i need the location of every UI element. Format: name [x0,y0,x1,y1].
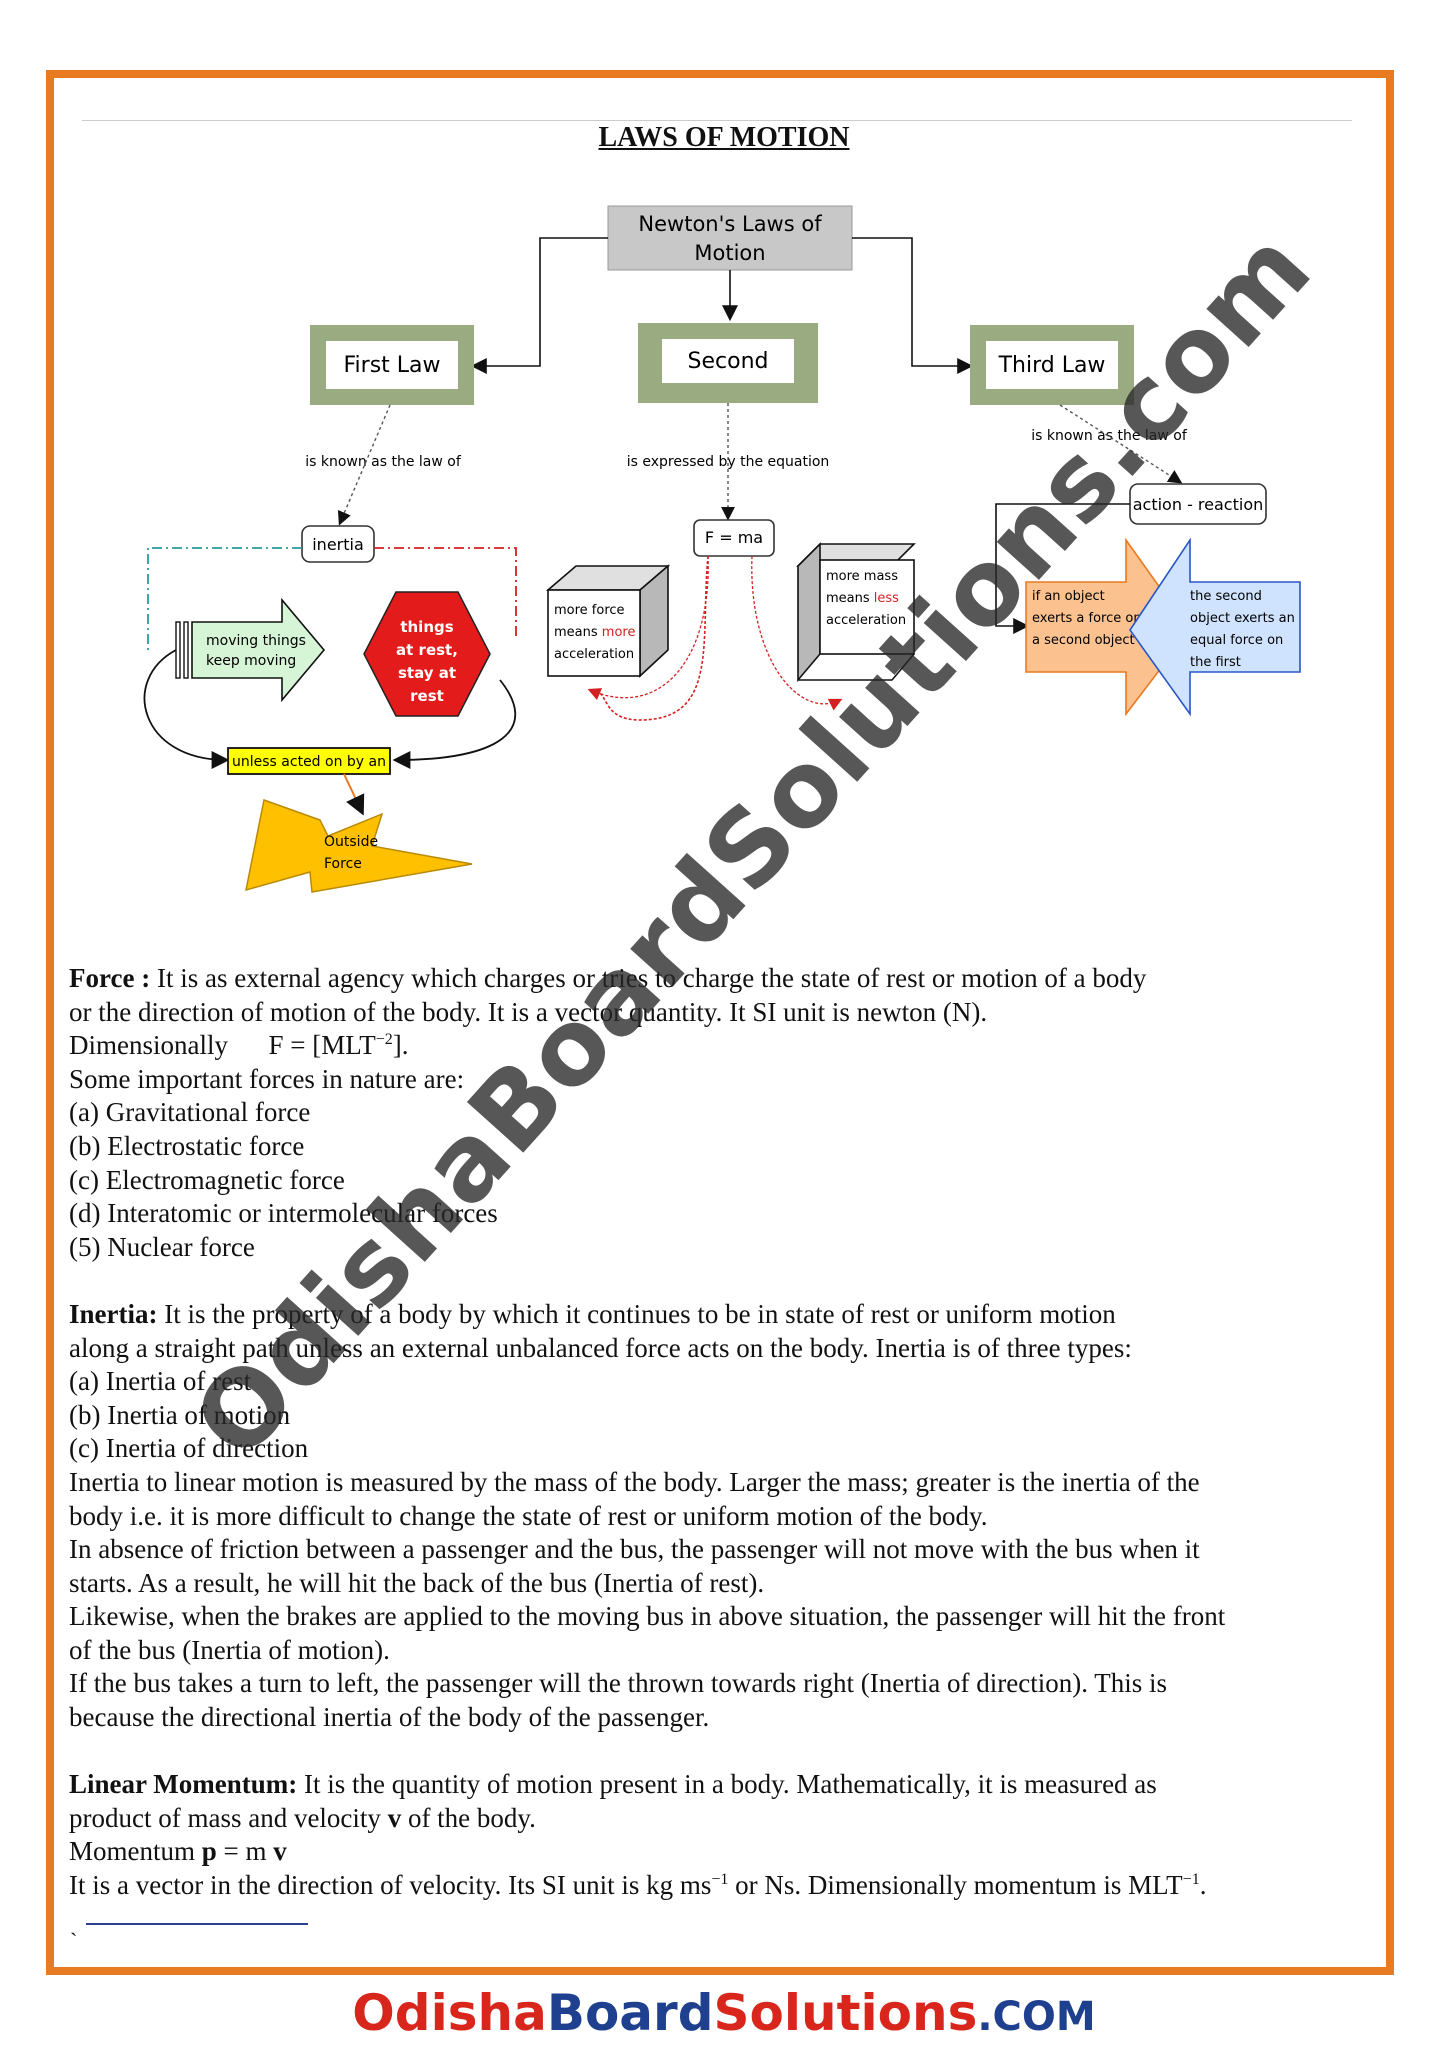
root-line-2: Motion [694,241,765,265]
stray-mark: ` [70,1928,78,1953]
action-reaction-label: action - reaction [1133,495,1264,514]
reaction-line-4: the first [1190,655,1241,670]
outside-line-1: Outside [324,834,378,850]
header-rule [82,120,1352,121]
reaction-arrow: the second object exerts an equal force … [1129,537,1301,717]
unless-box: unless acted on by an [227,747,391,775]
momentum-para-2: product of mass and velocity v of the bo… [69,1802,536,1833]
page-title: LAWS OF MOTION [598,122,850,153]
moving-things-arrow: moving things keep moving [175,597,326,703]
page-border [46,70,1394,1975]
equation-label: F = ma [705,528,763,547]
second-law-label: Second [688,349,769,374]
root-box: Newton's Laws of Motion [607,205,853,271]
inertia-line: body i.e. it is more difficult to change… [69,1500,988,1531]
footer-logo[interactable]: OdishaBoardSolutions.COM [352,1984,1096,2042]
action-reaction-box: action - reaction [1129,483,1267,525]
first-law-label: First Law [343,353,440,378]
inertia-para-2: along a straight path unless an external… [69,1332,1132,1363]
first-law-box: First Law [310,325,474,405]
forces-intro: Some important forces in nature are: [69,1063,465,1094]
momentum-para-1: Linear Momentum: It is the quantity of m… [69,1769,1157,1800]
force-item: (a) Gravitational force [69,1097,311,1128]
laws-concept-map: Newton's Laws of Motion First Law Second… [143,205,1301,893]
connector-first [470,237,608,374]
connector-third [852,237,974,374]
unless-to-force [343,773,365,816]
force-dimension: Dimensionally F = [MLT−2]. [69,1030,409,1061]
inertia-line: In absence of friction between a passeng… [69,1534,1200,1565]
momentum-formula: Momentum p = m v [69,1836,287,1867]
rest-line-4: rest [410,687,444,705]
force-para-2: or the direction of motion of the body. … [69,996,988,1027]
body-text: Force : It is as external agency which c… [69,962,1359,1903]
inertia-line: If the bus takes a turn to left, the pas… [69,1668,1167,1699]
momentum-unit: It is a vector in the direction of veloc… [69,1870,1207,1901]
inertia-para-1: Inertia: It is the property of a body by… [69,1298,1116,1329]
equation-curve-left [591,555,709,721]
equation-box: F = ma [693,519,775,557]
outside-line-2: Force [324,856,362,872]
rest-line-1: things [400,618,453,636]
force-para-1: Force : It is as external agency which c… [69,963,1147,993]
more-mass-cube: more mass means less acceleration [796,542,916,683]
root-line-1: Newton's Laws of [638,212,822,236]
moving-line-1: moving things [206,633,306,649]
rest-hexagon: things at rest, stay at rest [363,591,491,717]
more-force-cube: more force means more acceleration [545,564,671,678]
inertia-box: inertia [301,525,375,563]
inertia-line: of the bus (Inertia of motion). [69,1634,390,1665]
rest-to-unless [392,679,517,769]
action-arrow: if an object exerts a force on a second … [1025,537,1191,717]
more-force-line-3: acceleration [554,647,634,662]
inertia-type: (a) Inertia of rest [69,1366,252,1397]
action-line-2: exerts a force on [1032,611,1142,626]
more-force-line-1: more force [554,603,625,618]
momentum-term: Linear Momentum: [69,1769,298,1800]
force-item: (c) Electromagnetic force [69,1164,345,1195]
equation-arrow-right [751,555,843,711]
inertia-to-moving [147,547,302,650]
third-law-label: Third Law [998,353,1106,378]
more-mass-line-2: means less [826,591,899,606]
reaction-line-1: the second [1190,589,1262,604]
inertia-type: (b) Inertia of motion [69,1399,291,1430]
inertia-type: (c) Inertia of direction [69,1433,309,1464]
force-item: (5) Nuclear force [69,1231,255,1262]
unless-label: unless acted on by an [232,754,386,770]
action-line-1: if an object [1032,589,1105,604]
force-item: (b) Electrostatic force [69,1130,305,1161]
more-word: more [602,625,636,640]
less-word: less [874,591,899,606]
force-term: Force : [69,963,151,993]
action-line-3: a second object [1032,633,1135,648]
third-law-box: Third Law [970,325,1134,405]
reaction-line-3: equal force on [1190,633,1283,648]
inertia-line: Inertia to linear motion is measured by … [69,1466,1200,1497]
third-caption: is known as the law of [1031,428,1188,444]
inertia-label: inertia [312,535,364,554]
first-caption: is known as the law of [305,454,462,470]
rest-line-3: stay at [398,664,456,682]
inertia-line: starts. As a result, he will hit the bac… [69,1567,765,1598]
more-mass-line-1: more mass [826,569,898,584]
rest-line-2: at rest, [396,641,458,659]
second-law-box: Second [638,323,818,403]
inertia-line: because the directional inertia of the b… [69,1702,710,1733]
inertia-line: Likewise, when the brakes are applied to… [69,1601,1226,1632]
inertia-to-rest [374,547,517,640]
more-mass-line-3: acceleration [826,613,906,628]
equation-arrow-left [587,555,709,701]
reaction-line-2: object exerts an [1190,611,1295,626]
outside-force-bolt: Outside Force [245,799,473,893]
inertia-term: Inertia: [69,1298,158,1329]
force-item: (d) Interatomic or intermolecular forces [69,1198,498,1229]
action-to-object [995,503,1130,634]
footnote-rule [86,1923,308,1925]
moving-line-2: keep moving [206,653,296,669]
second-caption: is expressed by the equation [627,454,830,470]
more-force-line-2: means more [554,625,635,640]
moving-to-unless [143,649,230,769]
